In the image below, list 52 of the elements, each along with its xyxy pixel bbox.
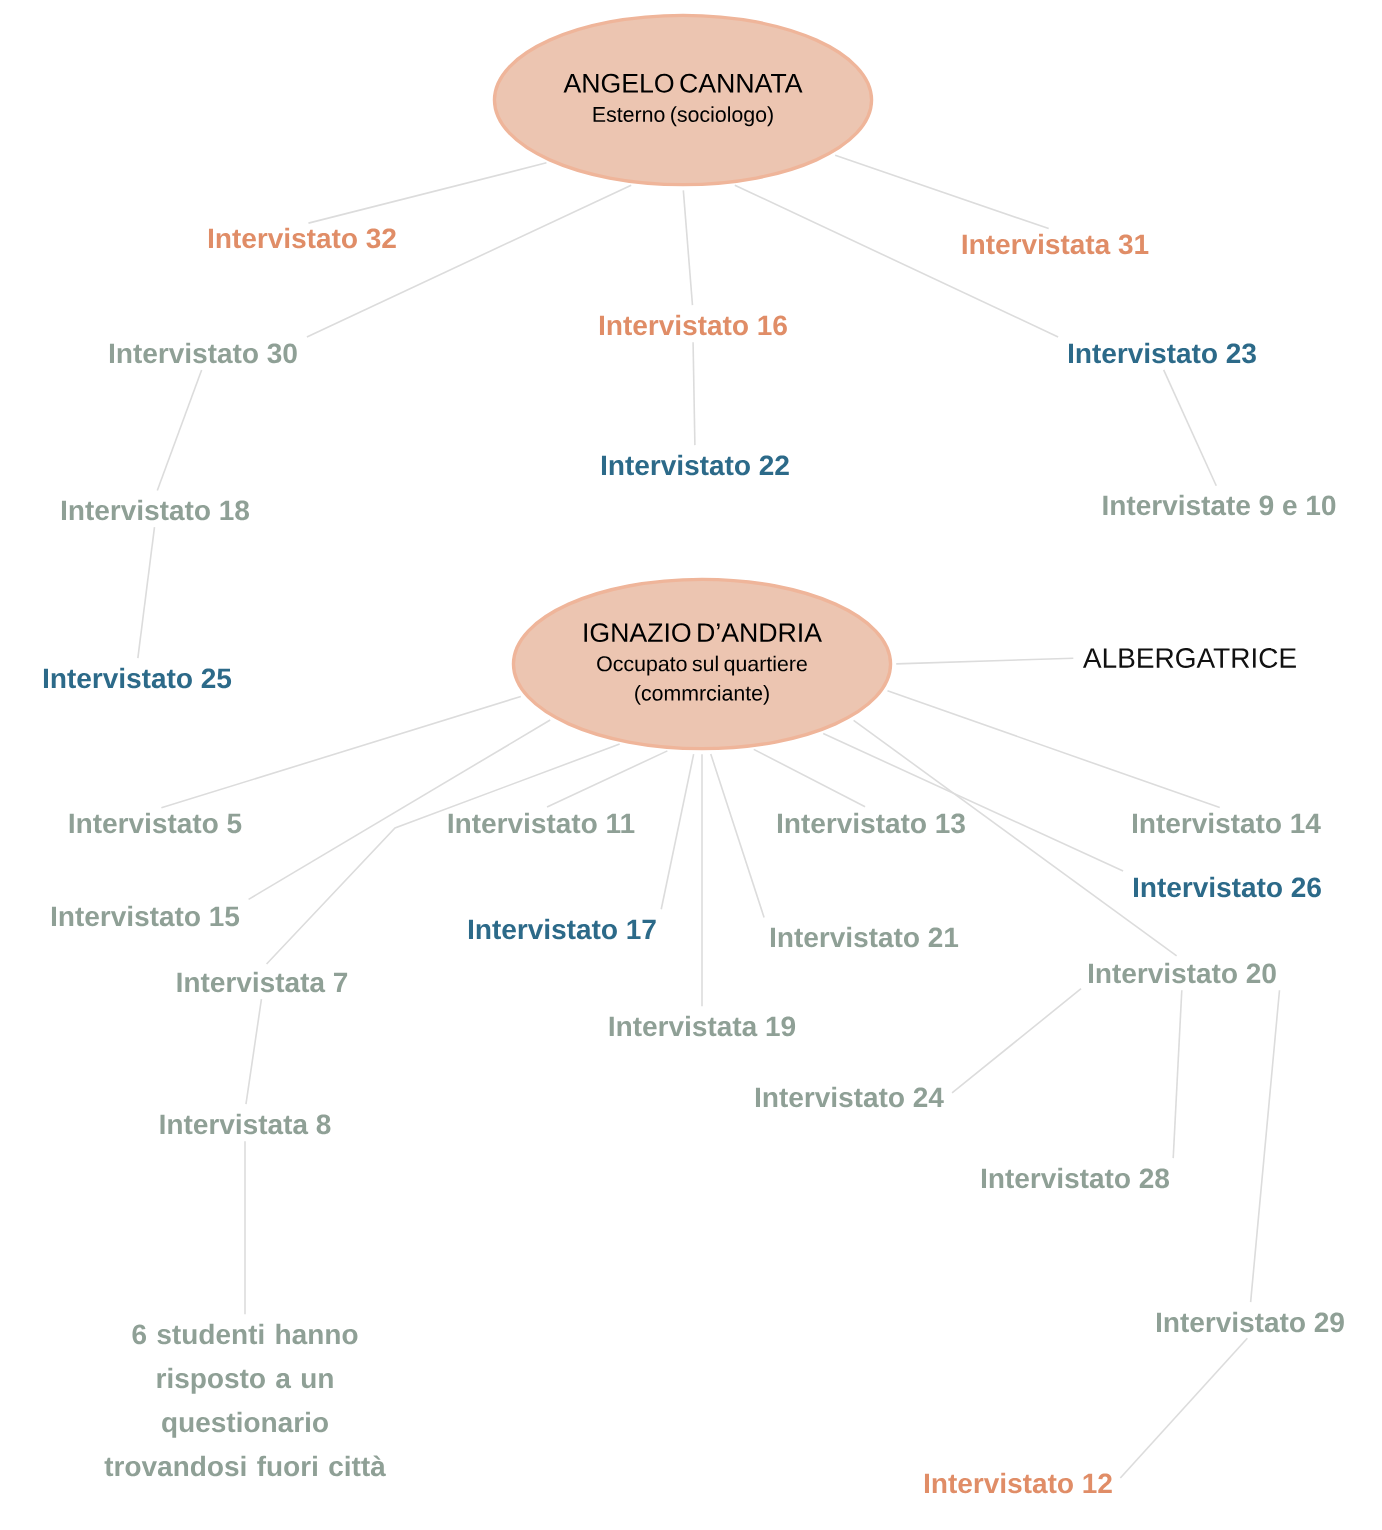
- interviewee-label: Intervistato 15: [51, 905, 240, 927]
- connector-line: [306, 184, 632, 338]
- interviewee-label: Intervistato 30: [109, 342, 297, 364]
- connector-line: [734, 184, 1059, 338]
- interviewee-label: Intervistato 25: [43, 667, 232, 689]
- connector-line: [834, 154, 1050, 230]
- connector-line: [822, 732, 1124, 872]
- interviewee-label: Intervistate 9 e 10: [1103, 494, 1336, 516]
- connector-line: [752, 748, 866, 808]
- interviewee-label: Intervistato 26: [1133, 876, 1321, 898]
- interviewee-label: Intervistato 17: [468, 918, 656, 940]
- connector-line: [682, 189, 694, 306]
- connector-line: [307, 162, 548, 224]
- interviewee-label: Intervistato 18: [61, 499, 249, 521]
- connector-line: [895, 657, 1075, 665]
- interviewee-label: Intervistato 21: [770, 926, 959, 948]
- interviewee-label: Intervistato 5: [69, 812, 242, 834]
- interviewee-label: Intervistato 13: [777, 812, 965, 834]
- interviewee-label: Intervistato 23: [1068, 342, 1256, 364]
- interviewee-label: Intervistato 20: [1088, 962, 1276, 984]
- connector-line: [692, 341, 696, 446]
- connector-line: [951, 987, 1082, 1094]
- interviewee-label: Intervistato 11: [448, 812, 635, 834]
- interviewee-label: Intervistato 24: [755, 1086, 944, 1108]
- connector-line: [710, 753, 765, 919]
- connector-line: [156, 369, 203, 492]
- interviewee-label: Intervistata 7: [177, 971, 348, 993]
- note-text: 6 studenti hanno risposto a un questionario trovandosi fuori città: [104, 1323, 386, 1477]
- connector-line: [1249, 989, 1281, 1303]
- interviewee-label: Intervistato 32: [208, 227, 396, 249]
- interviewee-label: Intervistato 28: [981, 1167, 1170, 1189]
- connector-line: [546, 750, 669, 808]
- interviewee-label: Intervistato 22: [601, 454, 789, 476]
- interviewee-label: Intervistato 12: [924, 1472, 1112, 1494]
- connector-line: [245, 998, 263, 1105]
- interviewee-label: Intervistato 29: [1156, 1311, 1344, 1333]
- connector-line: [265, 743, 621, 965]
- interviewee-label: Intervistata 8: [160, 1113, 331, 1135]
- connector-line: [1172, 989, 1183, 1159]
- connector-line: [1119, 1337, 1249, 1479]
- connector-line: [1162, 369, 1218, 487]
- connector-line: [886, 690, 1221, 809]
- connector-line: [852, 719, 1178, 957]
- connector-line: [660, 753, 695, 911]
- connector-line: [160, 695, 522, 809]
- connector-line: [247, 719, 551, 901]
- interviewee-label: Intervistata 19: [609, 1015, 796, 1037]
- interviewee-label: Intervistato 14: [1132, 812, 1321, 834]
- interviewee-label: ALBERGATRICE: [1083, 648, 1296, 668]
- connector-line: [137, 526, 156, 659]
- interviewee-label: Intervistato 16: [599, 314, 787, 336]
- interviewee-label: Intervistata 31: [962, 233, 1149, 255]
